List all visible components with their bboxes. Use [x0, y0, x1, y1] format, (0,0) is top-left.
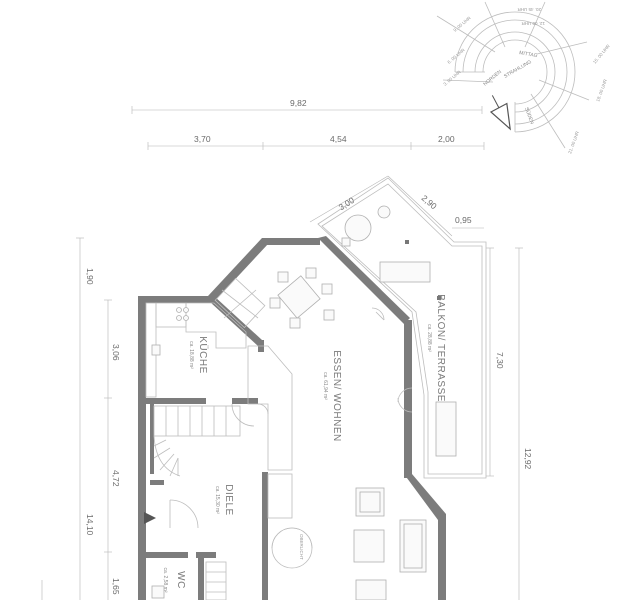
dim-top-1: 3,70 — [194, 134, 211, 144]
chair — [323, 309, 335, 321]
compass-inner-label: MITTAG — [519, 50, 538, 59]
hall-area: ca. 15,30 m² — [214, 486, 220, 514]
compass-north-label: NORDEN — [482, 69, 503, 88]
terrace-name: BALKON/ TERRASSE — [435, 294, 446, 402]
kitchen: KÜCHE ca. 18,88 m² — [145, 277, 266, 398]
terrace-area: ca. 28,88 m² — [426, 324, 432, 352]
wc: WC ca. 2,58 m² — [151, 561, 227, 600]
wc-name: WC — [175, 571, 186, 589]
time-label-3: 3. 00 UHR — [442, 69, 462, 87]
time-label-12: 12. 00 UHR — [521, 21, 545, 26]
dim-left-2: 3,06 — [111, 344, 121, 361]
dim-top-2: 4,54 — [330, 134, 347, 144]
dim-top-3: 2,00 — [438, 134, 455, 144]
compass-sun-label: STRAHLUNG — [503, 59, 533, 80]
skylight-label: OBERLICHT — [299, 534, 304, 560]
dining-table — [277, 275, 321, 319]
entrance-arrow-icon — [144, 512, 156, 524]
dim-left-4: 1,65 — [111, 578, 121, 595]
time-label-21: 21. 00 UHR — [567, 130, 580, 155]
round-table — [344, 214, 372, 242]
chair — [321, 283, 333, 295]
dim-right-total: 12,92 — [523, 448, 533, 470]
living-name: ESSEN/ WOHNEN — [331, 350, 342, 442]
sofa — [353, 529, 385, 563]
time-label-6: 6. 00 UHR — [446, 47, 466, 65]
wc-area: ca. 2,58 m² — [162, 567, 168, 592]
cabinet — [214, 277, 266, 329]
chair — [277, 271, 289, 283]
dim-right-1: 7,30 — [495, 352, 505, 369]
staircase — [153, 405, 241, 477]
compass-west-label: SÜDEN — [523, 106, 536, 125]
sun-lounger — [435, 401, 457, 457]
kitchen-area: ca. 18,88 m² — [188, 341, 194, 369]
living-area: ca. 61,94 m² — [322, 372, 328, 400]
dim-top-total: 9,82 — [290, 98, 307, 108]
sun-compass: NORDEN STRAHLUNG MITTAG SÜDEN 12. 00 UHR… — [436, 1, 611, 155]
time-label-9: 9. 00 UHR — [452, 15, 472, 33]
time-label-15: 15. 00 UHR — [592, 43, 611, 65]
chair — [269, 297, 281, 309]
hall-name: DIELE — [223, 484, 234, 515]
time-label-18: 18. 00 UHR — [595, 78, 608, 103]
hall: DIELE ca. 15,30 m² — [144, 403, 269, 529]
dim-left-total: 14,10 — [85, 514, 95, 536]
chair — [305, 267, 317, 279]
living-dining: OBERLICHT ESSEN/ WOHNEN ca. 61,94 m² — [247, 267, 427, 600]
kitchen-name: KÜCHE — [197, 336, 209, 374]
walls — [138, 236, 446, 600]
dim-left-3: 4,72 — [111, 470, 121, 487]
north-arrow-icon — [489, 95, 511, 131]
dim-diag-3: 0,95 — [455, 215, 472, 225]
time-label-2045: 20. 45 UHR — [517, 7, 541, 12]
dim-left-1: 1,90 — [85, 268, 95, 285]
chair — [289, 317, 301, 329]
sun-lounger — [379, 261, 431, 283]
terrace: BALKON/ TERRASSE ca. 28,88 m² — [317, 177, 487, 479]
